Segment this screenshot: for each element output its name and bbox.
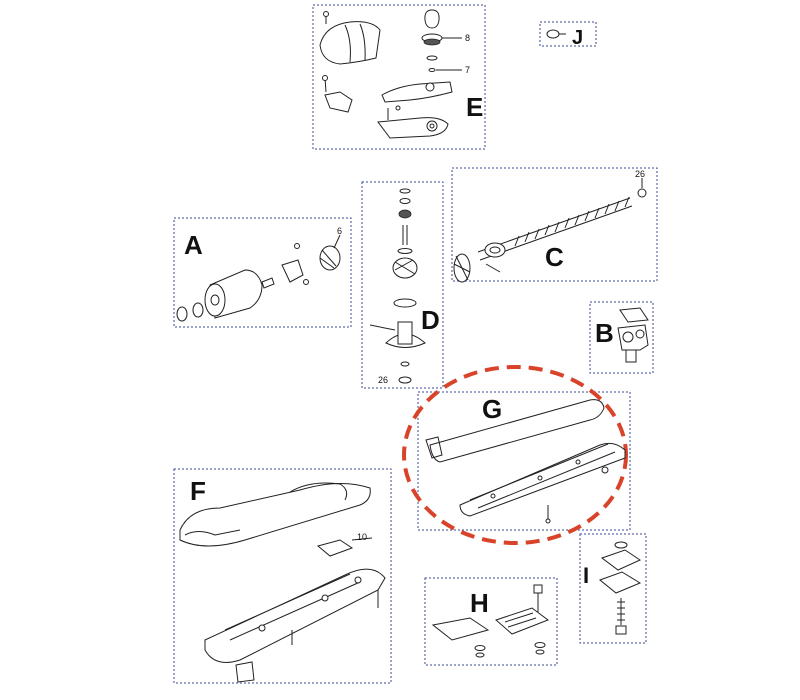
part-number-26-d: 26: [378, 375, 388, 385]
group-i: I: [579, 533, 647, 644]
label-b: B: [595, 318, 614, 348]
label-c: C: [545, 242, 564, 272]
label-i: I: [583, 563, 589, 588]
label-e: E: [466, 92, 483, 122]
group-i-frame: [579, 533, 647, 644]
group-d: 26 D: [361, 181, 444, 389]
group-h-frame: [424, 577, 558, 666]
group-d-frame: [361, 181, 444, 389]
group-g-frame: [417, 391, 631, 531]
base-plate: [459, 442, 626, 517]
part-number-8: 8: [465, 33, 470, 43]
group-c-frame: [451, 167, 658, 282]
label-f: F: [190, 476, 206, 506]
group-h: H: [424, 577, 558, 666]
part-number-7: 7: [465, 65, 470, 75]
highlight-circle: [402, 365, 628, 545]
part-number-26-c: 26: [635, 169, 645, 179]
group-c: 26 C: [451, 167, 658, 283]
group-g[interactable]: G: [402, 365, 631, 545]
part-number-10: 10: [357, 532, 367, 542]
group-b: B: [589, 301, 654, 374]
label-d: D: [421, 305, 440, 335]
label-g: G: [482, 394, 502, 424]
label-h: H: [470, 588, 489, 618]
cover-long: [429, 399, 605, 463]
group-f-frame: [173, 468, 392, 684]
threaded-shaft: [514, 196, 630, 247]
group-a-frame: [173, 217, 352, 328]
group-e-frame: [312, 4, 486, 150]
group-f: F 10: [173, 468, 392, 684]
group-b-frame: [589, 301, 654, 374]
group-j-frame: [539, 21, 597, 47]
group-e: 8 7 E: [312, 4, 486, 150]
label-a: A: [184, 230, 203, 260]
label-j: J: [572, 27, 583, 49]
housing-top: [179, 482, 371, 547]
group-j: J: [539, 21, 597, 49]
group-a: A 6: [173, 217, 352, 328]
part-number-6: 6: [337, 226, 342, 236]
